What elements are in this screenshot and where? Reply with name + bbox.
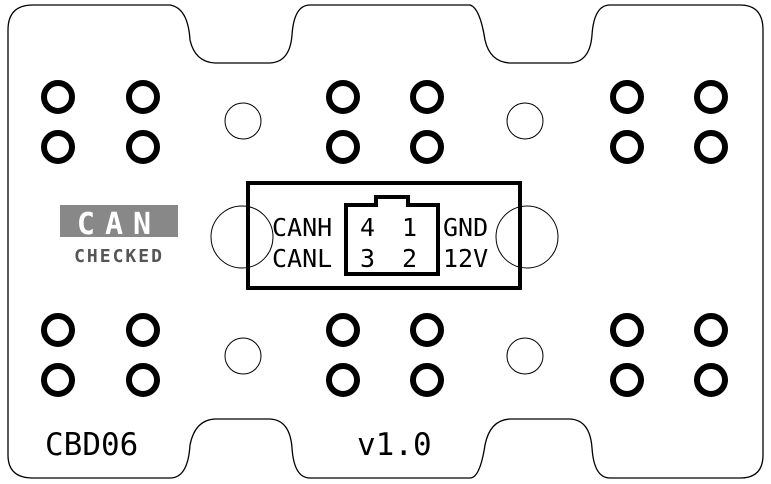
- board-name: CBD06: [45, 427, 138, 463]
- pad: [326, 363, 360, 397]
- pad: [41, 80, 75, 114]
- pad: [126, 80, 160, 114]
- pad: [126, 313, 160, 347]
- board-version: v1.0: [357, 427, 432, 463]
- mounting-holes: [210, 102, 559, 375]
- label-canh: CANH: [272, 213, 332, 242]
- pad: [41, 313, 75, 347]
- mounting-hole: [506, 102, 544, 140]
- pad: [610, 313, 644, 347]
- pad: [41, 363, 75, 397]
- pad: [41, 130, 75, 164]
- pad: [694, 313, 728, 347]
- pin-4: 4: [360, 213, 375, 242]
- pad: [126, 363, 160, 397]
- pad: [410, 80, 444, 114]
- pad: [126, 130, 160, 164]
- pin-2: 2: [402, 244, 417, 273]
- can-checked-logo: CAN CHECKED: [60, 205, 178, 267]
- label-gnd: GND: [443, 213, 488, 242]
- mounting-hole: [224, 102, 262, 140]
- pad: [610, 363, 644, 397]
- logo-can: CAN: [77, 207, 161, 242]
- board-outline: [7, 4, 764, 479]
- pad: [326, 130, 360, 164]
- mounting-hole: [224, 337, 262, 375]
- pad: [410, 313, 444, 347]
- pad: [326, 313, 360, 347]
- connector-housing: [344, 195, 440, 276]
- connector-hole-left: [210, 205, 274, 269]
- connector-hole-right: [495, 205, 559, 269]
- pin-1: 1: [402, 213, 417, 242]
- logo-checked: CHECKED: [74, 246, 164, 267]
- label-canl: CANL: [272, 244, 332, 273]
- pad: [326, 80, 360, 114]
- pad: [610, 130, 644, 164]
- pad: [610, 80, 644, 114]
- pin-3: 3: [360, 244, 375, 273]
- pad: [410, 130, 444, 164]
- pad: [694, 80, 728, 114]
- pad: [694, 363, 728, 397]
- connector-outline: [246, 181, 522, 290]
- mounting-hole: [506, 337, 544, 375]
- pad-array: [41, 80, 728, 397]
- pad: [694, 130, 728, 164]
- pad: [410, 363, 444, 397]
- label-12v: 12V: [443, 244, 488, 273]
